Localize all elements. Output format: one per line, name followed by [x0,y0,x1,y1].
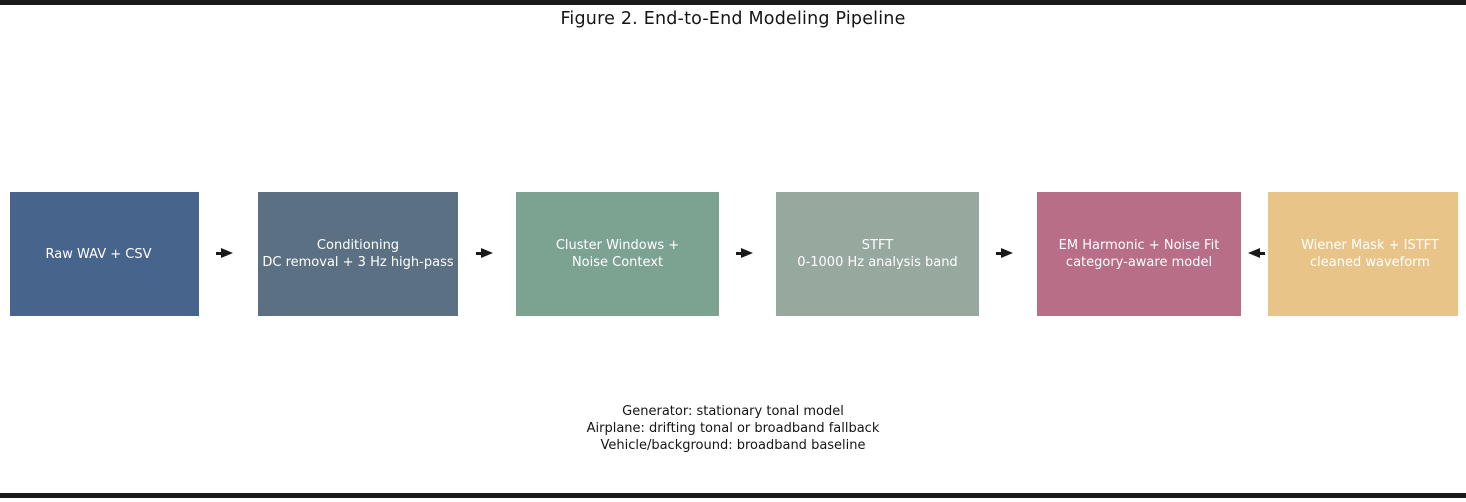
flow-arrow-right-icon [216,248,233,258]
bottom-border [0,493,1466,498]
stage-label-line: Cluster Windows + [555,238,680,253]
stage-box-stft: STFT 0-1000 Hz analysis band [776,192,979,316]
stage-label-line: DC removal + 3 Hz high-pass [262,255,454,270]
arrowhead-right-icon [741,248,753,258]
stage-label-line: Raw WAV + CSV [45,246,152,262]
stage-label-line: Noise Context [571,255,664,270]
caption-line-airplane: Airplane: drifting tonal or broadband fa… [586,421,880,436]
caption-line-vehicle-background: Vehicle/background: broadband baseline [600,438,866,453]
stage-box-raw-input: Raw WAV + CSV [10,192,199,316]
arrow-tail [476,251,481,255]
flow-arrow-left-icon [1248,248,1265,258]
top-border [0,0,1466,5]
arrowhead-right-icon [481,248,493,258]
flow-arrow-right-icon [736,248,753,258]
stage-label-line: EM Harmonic + Noise Fit [1058,238,1220,253]
stage-label-line: 0-1000 Hz analysis band [797,255,958,270]
arrowhead-right-icon [1001,248,1013,258]
flow-arrow-right-icon [996,248,1013,258]
stage-label-line: category-aware model [1065,255,1213,270]
figure-title: Figure 2. End-to-End Modeling Pipeline [560,9,906,29]
arrow-tail [1260,251,1265,255]
stage-label-line: Conditioning [316,238,400,253]
stage-box-em-harmonic-noise-fit: EM Harmonic + Noise Fit category-aware m… [1037,192,1241,316]
figure-caption: Generator: stationary tonal model Airpla… [0,403,1466,454]
stage-label-line: STFT [861,238,894,253]
flow-arrow-right-icon [476,248,493,258]
arrowhead-left-icon [1248,248,1260,258]
stage-box-cluster-windows: Cluster Windows + Noise Context [516,192,719,316]
arrow-tail [996,251,1001,255]
arrowhead-right-icon [221,248,233,258]
stage-box-conditioning: Conditioning DC removal + 3 Hz high-pass [258,192,458,316]
arrow-tail [216,251,221,255]
stage-label-line: cleaned waveform [1310,255,1430,270]
arrow-tail [736,251,741,255]
caption-line-generator: Generator: stationary tonal model [622,404,844,419]
stage-label-line: Wiener Mask + ISTFT [1301,238,1439,253]
stage-box-wiener-mask-istft: Wiener Mask + ISTFT cleaned waveform [1268,192,1458,316]
